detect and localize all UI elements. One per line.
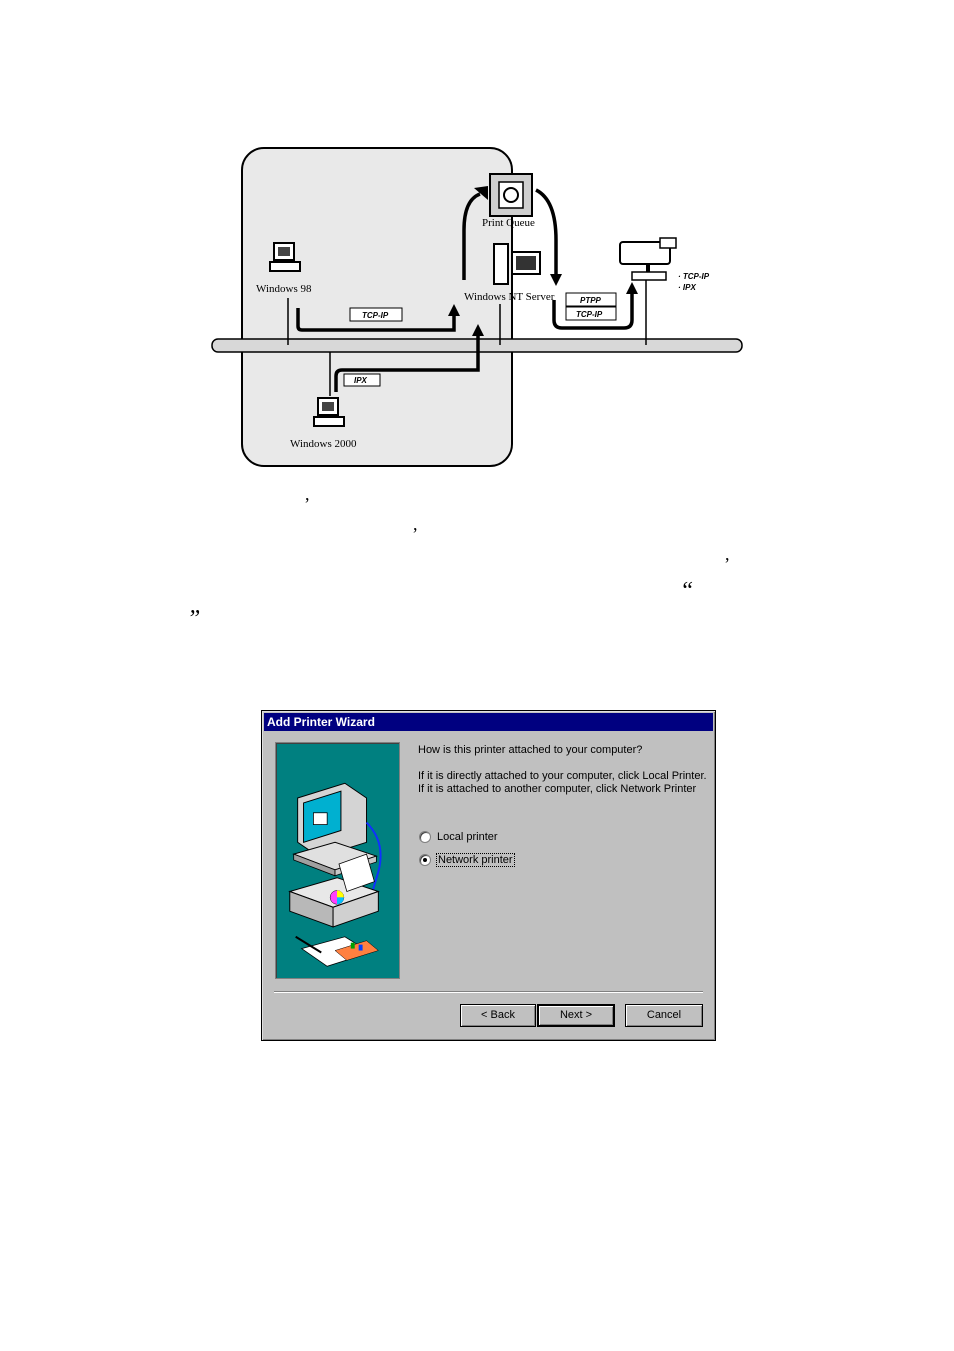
network-printer-icon xyxy=(619,237,677,281)
tag-tcpip-98-text: TCP-IP xyxy=(362,311,389,320)
open-quote: “ xyxy=(680,578,694,604)
win2000-pc-icon xyxy=(313,397,345,427)
dialog-title: Add Printer Wizard xyxy=(264,713,713,731)
local-printer-label[interactable]: Local printer xyxy=(437,831,498,843)
nt-server-label: Windows NT Server xyxy=(464,291,555,303)
drop-lines xyxy=(287,280,647,396)
win98-pc-icon xyxy=(269,242,301,272)
add-printer-wizard-dialog: Add Printer Wizard xyxy=(261,710,716,1041)
win98-label: Windows 98 xyxy=(256,283,312,295)
printer-protocol-ipx: · IPX xyxy=(678,283,696,292)
tag-tcpip-printer-text: TCP-IP xyxy=(576,310,603,319)
flow-arrows xyxy=(296,188,634,392)
computer-printer-illustration-icon xyxy=(288,782,382,967)
network-printer-label[interactable]: Network printer xyxy=(436,853,515,867)
network-printer-option[interactable]: Network printer xyxy=(419,852,515,868)
nt-server-icon xyxy=(493,243,541,285)
tag-ptpp xyxy=(565,292,617,307)
wizard-instructions: If it is directly attached to your compu… xyxy=(418,770,707,795)
next-button[interactable]: Next > xyxy=(537,1004,615,1027)
tag-ipx-2000 xyxy=(343,373,381,387)
back-button[interactable]: < Back xyxy=(460,1004,536,1027)
comma-3: , xyxy=(725,544,730,564)
cancel-button[interactable]: Cancel xyxy=(625,1004,703,1027)
network-diagram: Windows 98 Windows 2000 Print Queue Wind… xyxy=(211,147,743,467)
wizard-question: How is this printer attached to your com… xyxy=(418,744,643,756)
local-printer-radio[interactable] xyxy=(419,831,431,843)
printer-protocol-tcpip: · TCP-IP xyxy=(678,272,710,281)
comma-2: , xyxy=(413,514,418,534)
domain-box xyxy=(241,147,513,467)
wizard-illustration xyxy=(275,742,400,979)
network-printer-radio[interactable] xyxy=(419,854,431,866)
close-quote: ” xyxy=(187,606,201,632)
print-queue-icon xyxy=(489,173,533,217)
win2000-label: Windows 2000 xyxy=(290,438,357,450)
print-queue-label: Print Queue xyxy=(482,217,535,229)
tag-tcpip-98 xyxy=(349,307,403,322)
arrow-heads xyxy=(448,186,638,336)
dialog-separator xyxy=(274,991,703,993)
tag-ipx-2000-text: IPX xyxy=(354,376,368,385)
tag-tcpip-printer xyxy=(565,306,617,321)
comma-1: , xyxy=(305,484,310,504)
local-printer-option[interactable]: Local printer xyxy=(419,829,498,845)
tag-ptpp-text: PTPP xyxy=(580,296,602,305)
